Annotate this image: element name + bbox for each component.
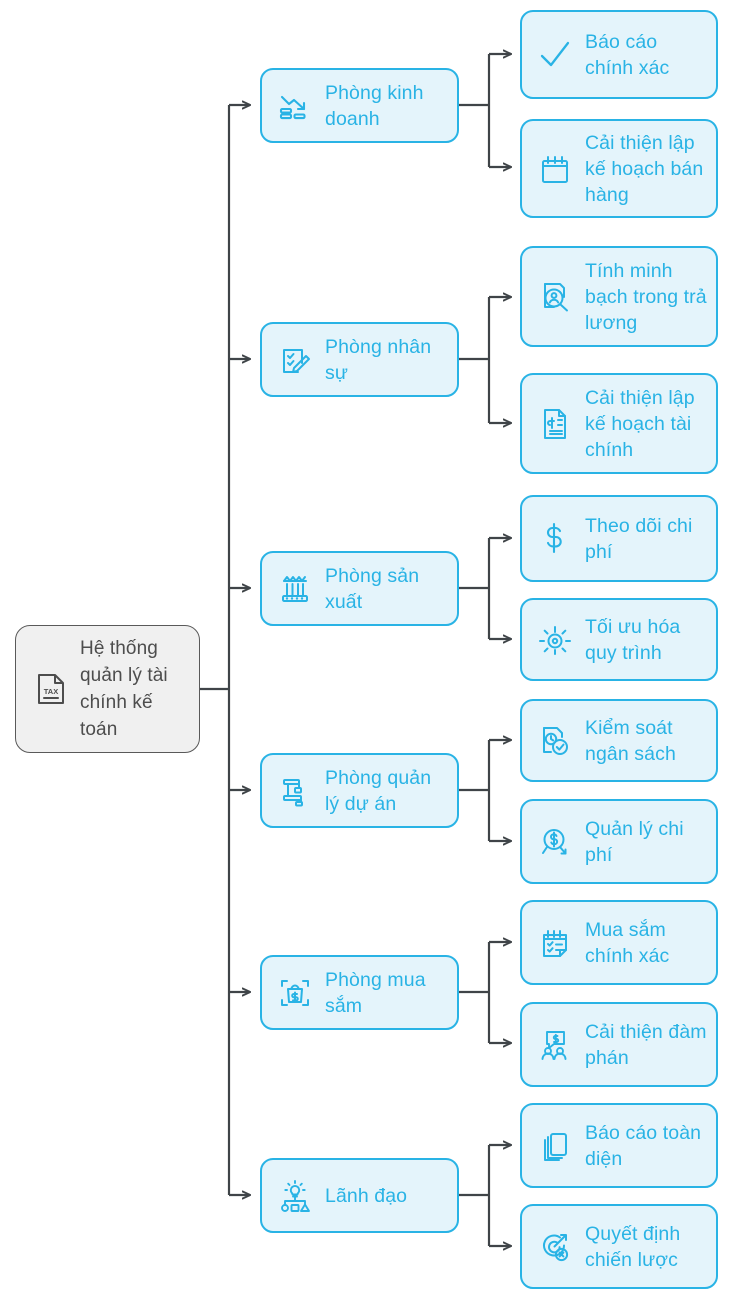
leaf-node-sales-plan[interactable]: Cải thiện lập kế hoạch bán hàng [520,119,718,218]
svg-text:TAX: TAX [44,687,58,696]
negotiation-people-icon [536,1026,574,1064]
root-node-label: Hệ thống quản lý tài chính kế toán [80,638,168,740]
leaf-node-cost-tracking[interactable]: Theo dõi chi phí [520,495,718,582]
leaf-node-label: Quyết định chiến lược [585,1222,681,1271]
leaf-node-label: Mua sắm chính xác [585,918,670,967]
leaf-node-label: Báo cáo toàn diện [585,1121,702,1170]
branch-node-label: Phòng nhân sự [325,335,432,384]
branch-node-procurement[interactable]: Phòng mua sắm [260,955,459,1030]
leaf-node-label: Cải thiện lập kế hoạch bán hàng [585,131,704,206]
branch-node-label: Phòng quản lý dự án [325,766,432,815]
leaf-node-label: Tính minh bạch trong trả lương [585,259,707,334]
tax-document-icon: TAX [34,672,68,706]
branch-node-label: Phòng mua sắm [325,968,426,1017]
leaf-node-label: Báo cáo chính xác [585,30,670,79]
leaf-node-negotiation[interactable]: Cải thiện đàm phán [520,1002,718,1087]
checklist-note-icon [536,924,574,962]
branch-node-label: Lãnh đạo [325,1184,408,1207]
leaf-node-budget-control[interactable]: Kiểm soát ngân sách [520,699,718,782]
branch-node-production[interactable]: Phòng sản xuất [260,551,459,626]
branch-node-hr[interactable]: Phòng nhân sự [260,322,459,397]
gear-optimize-icon [536,621,574,659]
sales-chart-decline-icon [276,87,314,125]
leaf-node-comprehensive-report[interactable]: Báo cáo toàn diện [520,1103,718,1188]
leaf-node-label: Theo dõi chi phí [585,514,693,563]
branch-node-label: Phòng kinh doanh [325,81,424,130]
documents-stack-icon [536,1127,574,1165]
leaf-node-cost-management[interactable]: Quản lý chi phí [520,799,718,884]
calendar-plan-icon [536,150,574,188]
leadership-bulb-org-icon [276,1177,314,1215]
root-node[interactable]: TAX Hệ thống quản lý tài chính kế toán [15,625,200,753]
factory-icon [276,570,314,608]
gantt-chart-icon [276,772,314,810]
branch-node-project-management[interactable]: Phòng quản lý dự án [260,753,459,828]
leaf-node-accurate-report[interactable]: Báo cáo chính xác [520,10,718,99]
leaf-node-label: Cải thiện đàm phán [585,1020,707,1069]
leaf-node-financial-plan[interactable]: Cải thiện lập kế hoạch tài chính [520,373,718,474]
target-arrow-icon [536,1228,574,1266]
branch-node-sales[interactable]: Phòng kinh doanh [260,68,459,143]
clipboard-pencil-icon [276,341,314,379]
shopping-bag-scan-icon [276,974,314,1012]
leaf-node-strategic-decision[interactable]: Quyết định chiến lược [520,1204,718,1289]
financial-document-icon [536,405,574,443]
leaf-node-label: Quản lý chi phí [585,817,684,866]
dollar-sign-icon [536,520,574,558]
leaf-node-pay-transparency[interactable]: Tính minh bạch trong trả lương [520,246,718,347]
person-document-search-icon [536,278,574,316]
leaf-node-label: Cải thiện lập kế hoạch tài chính [585,386,695,461]
leaf-node-accurate-purchasing[interactable]: Mua sắm chính xác [520,900,718,985]
leaf-node-label: Kiểm soát ngân sách [585,716,676,765]
branch-node-label: Phòng sản xuất [325,564,420,613]
money-magnifier-down-icon [536,823,574,861]
check-mark-icon [536,36,574,74]
branch-node-leadership[interactable]: Lãnh đạo [260,1158,459,1233]
leaf-node-process-optimization[interactable]: Tối ưu hóa quy trình [520,598,718,681]
leaf-node-label: Tối ưu hóa quy trình [585,615,681,664]
document-check-clock-icon [536,722,574,760]
